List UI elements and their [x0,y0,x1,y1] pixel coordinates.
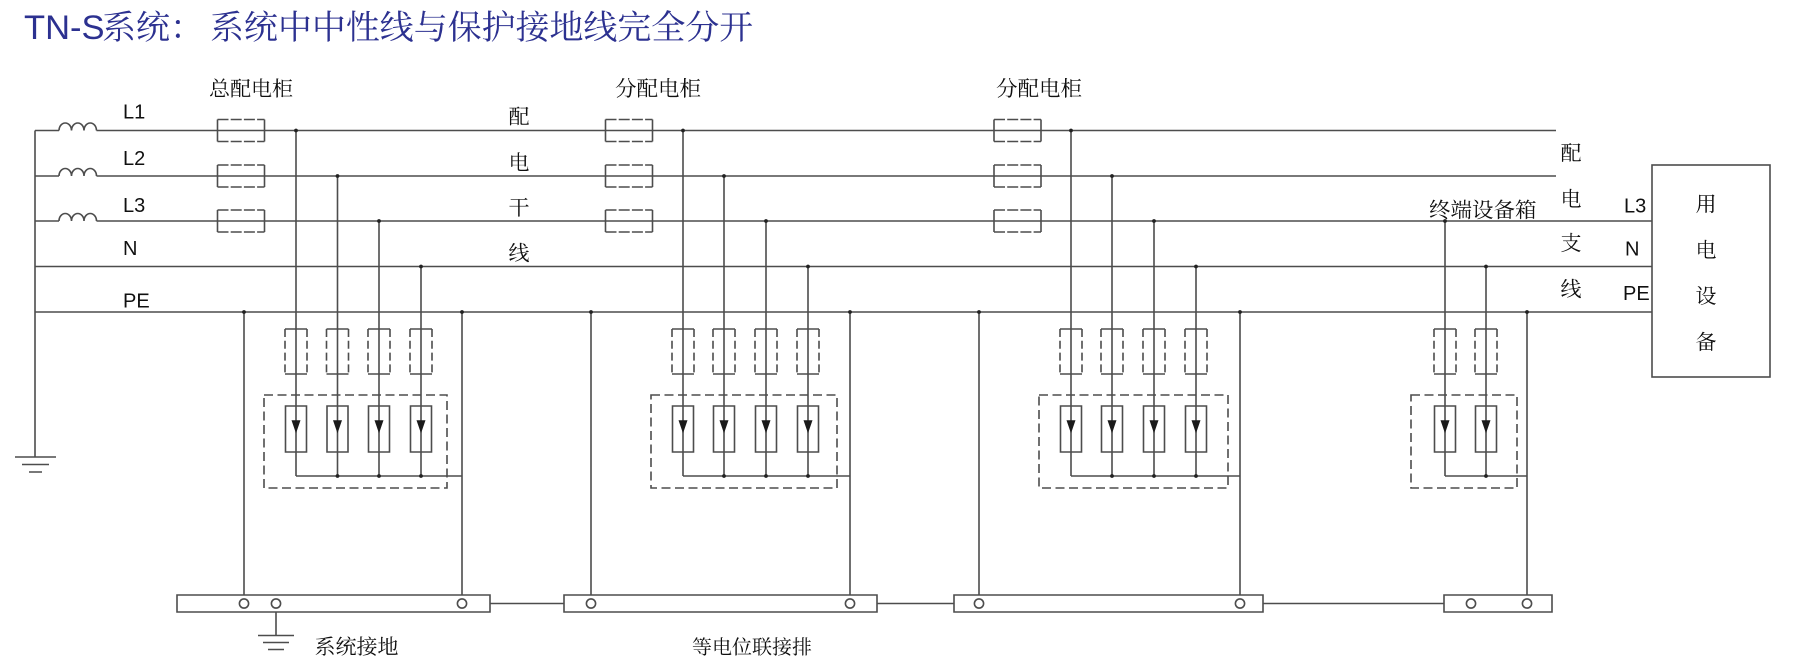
svg-text:L3: L3 [1624,196,1646,218]
svg-text:N: N [123,238,137,260]
svg-text:L1: L1 [123,102,145,124]
svg-text:L2: L2 [123,148,145,170]
svg-text:TN-S: TN-S [24,9,105,47]
svg-text:PE: PE [1623,283,1650,305]
svg-text:PE: PE [123,291,150,313]
svg-text:N: N [1625,239,1639,261]
svg-text:L3: L3 [123,195,145,217]
